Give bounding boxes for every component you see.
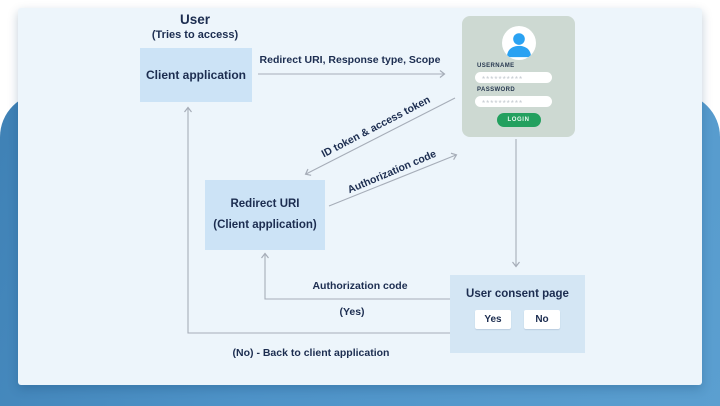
arrow-label-auth-code-upper: Authorization code: [345, 147, 439, 197]
password-input[interactable]: **********: [475, 96, 552, 107]
arrow-label-yes: (Yes): [339, 306, 365, 318]
node-user-consent: User consent page Yes No: [450, 275, 585, 353]
node-client-application: Client application: [140, 48, 252, 102]
client-application-label: Client application: [145, 68, 246, 82]
username-input[interactable]: **********: [475, 72, 552, 83]
node-redirect-uri: Redirect URI (Client application): [205, 180, 325, 250]
consent-yes-button[interactable]: Yes: [475, 310, 511, 329]
user-heading: User (Tries to access): [115, 12, 275, 41]
login-button[interactable]: LOGIN: [496, 113, 541, 127]
arrow-label-id-token: ID token & access token: [319, 93, 433, 161]
diagram-panel: User (Tries to access) Client applicatio…: [18, 8, 702, 385]
user-subtitle: (Tries to access): [151, 29, 239, 41]
redirect-uri-label: Redirect URI: [230, 198, 300, 211]
user-title: User: [179, 12, 211, 27]
consent-no-button[interactable]: No: [524, 310, 560, 329]
redirect-uri-sublabel: (Client application): [213, 219, 317, 231]
arrow-label-request: Redirect URI, Response type, Scope: [259, 54, 441, 66]
username-value: **********: [482, 74, 524, 84]
user-avatar-icon: [501, 26, 536, 60]
password-label: PASSWORD: [477, 87, 516, 93]
username-label: USERNAME: [477, 63, 515, 69]
arrow-id-token: [304, 97, 456, 176]
arrow-label-auth-code-lower: Authorization code: [312, 280, 408, 292]
login-card: USERNAME ********** PASSWORD ********** …: [462, 16, 575, 137]
arrow-yes-path: [261, 252, 450, 300]
password-value: **********: [482, 98, 524, 108]
arrow-label-no: (No) - Back to client application: [232, 347, 390, 359]
consent-buttons: Yes No: [475, 310, 560, 329]
consent-title: User consent page: [466, 288, 569, 300]
arrow-auth-code-upper: [328, 152, 458, 207]
